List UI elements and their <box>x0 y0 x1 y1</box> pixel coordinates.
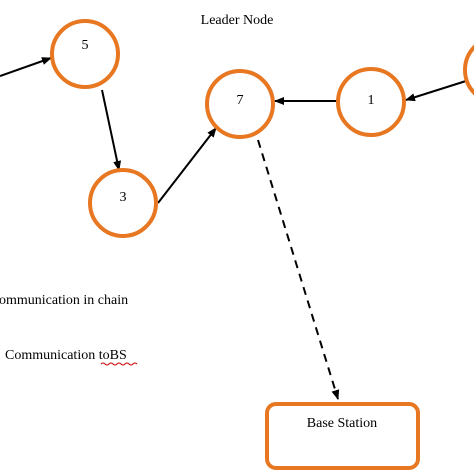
legend-chain: ommunication in chain <box>0 293 128 308</box>
legend-bs-prefix: Communication <box>5 348 99 363</box>
node-right-partial <box>463 44 474 96</box>
edge-7-to-base-station <box>257 139 340 400</box>
node-7-label: 7 <box>237 93 244 108</box>
spellcheck-underline <box>100 362 138 366</box>
node-1-label: 1 <box>368 93 375 108</box>
node-5: 5 <box>50 19 120 89</box>
base-station: Base Station <box>265 402 420 470</box>
edge-5-to-3 <box>101 89 122 171</box>
node-1: 1 <box>336 67 406 137</box>
edges <box>0 57 467 400</box>
edge-offscreen-to-5 <box>0 57 52 77</box>
edge-right-to-1 <box>405 80 467 102</box>
legend-bs: Communication toBS <box>5 348 127 363</box>
base-station-label: Base Station <box>307 416 377 431</box>
legend: ommunication in chain Communication toBS <box>0 293 138 366</box>
edge-3-to-7 <box>157 127 217 204</box>
node-3: 3 <box>88 168 158 238</box>
diagram-title: Leader Node <box>201 13 274 28</box>
node-5-label: 5 <box>82 38 89 53</box>
node-3-label: 3 <box>120 190 127 205</box>
node-7: 7 <box>205 69 275 139</box>
legend-bs-suffix: toBS <box>99 348 127 363</box>
